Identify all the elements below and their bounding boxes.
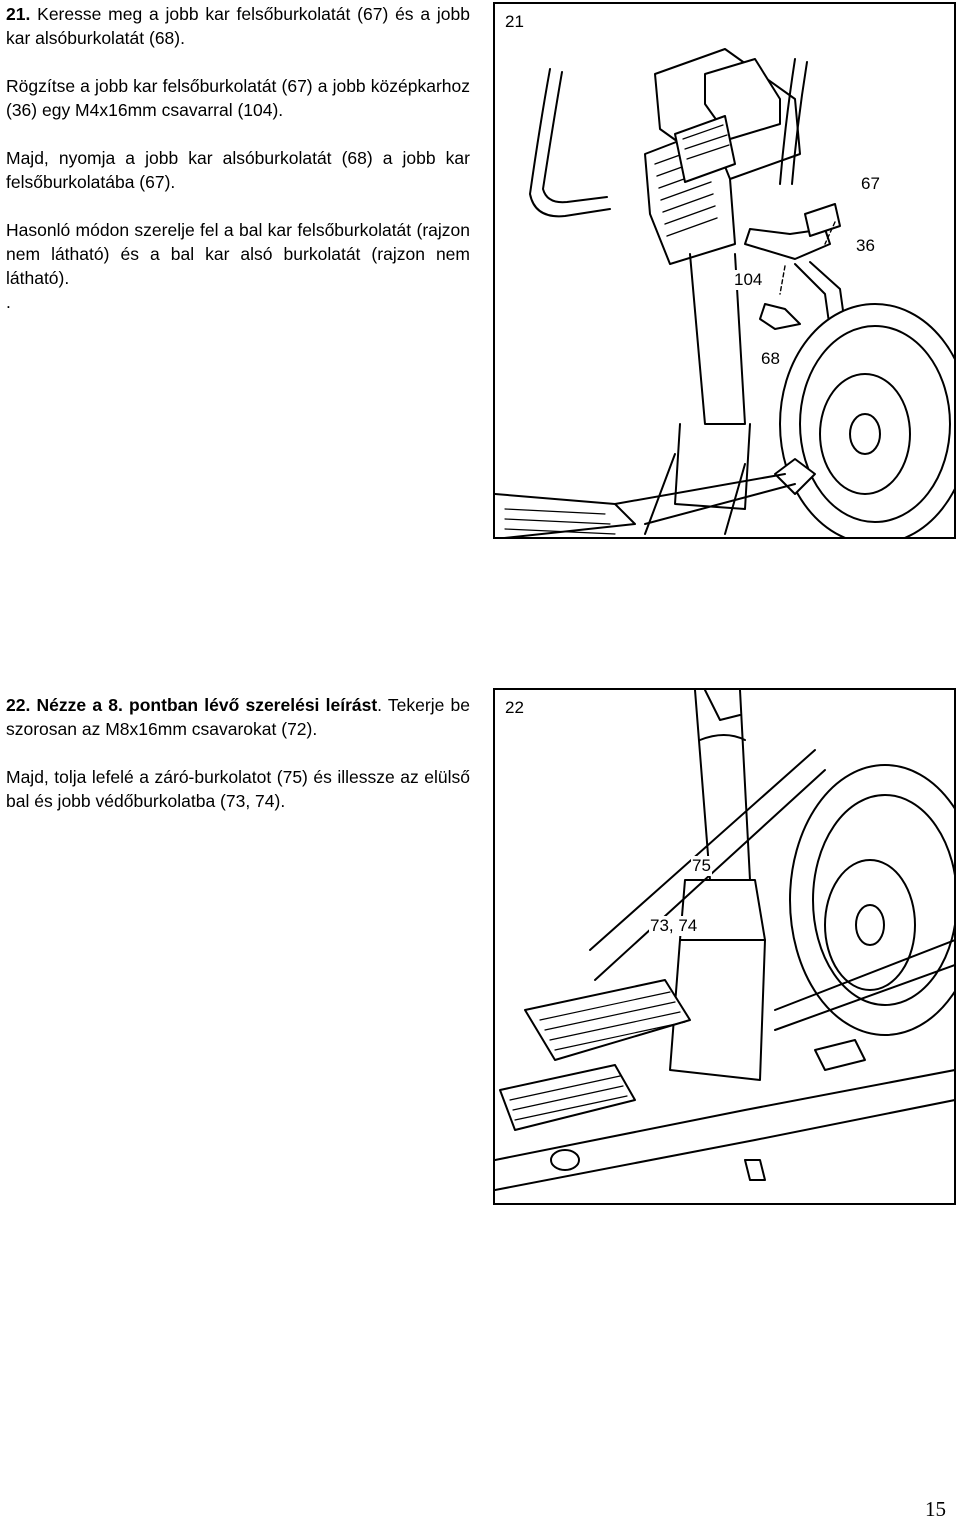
- figure-22-drawing: [495, 690, 954, 1191]
- figure-22-label: 22: [505, 698, 524, 717]
- figure-22: 22 75 73, 74: [493, 688, 956, 1205]
- step-21-p1-text: Keresse meg a jobb kar felsőburkolatát (…: [6, 4, 470, 48]
- step-21-paragraph-3: Majd, nyomja a jobb kar alsóburkolatát (…: [6, 148, 470, 192]
- step-22-number: 22.: [6, 695, 31, 715]
- step-22-p1-rest: . Tekerje be szorosan az M8x16mm csavaro…: [6, 695, 470, 739]
- step-21-paragraph-4: Hasonló módon szerelje fel a bal kar fel…: [6, 218, 470, 314]
- figure-21-drawing: [495, 48, 954, 537]
- step-22-paragraph-2: Majd, tolja lefelé a záró-burkolatot (75…: [6, 767, 470, 811]
- callout-75: 75: [691, 856, 712, 876]
- step-21-paragraph-1: 21. Keresse meg a jobb kar felsőburkolat…: [6, 2, 470, 50]
- step-21-p4-tail: .: [6, 292, 11, 312]
- step-21-text: 21. Keresse meg a jobb kar felsőburkolat…: [6, 2, 470, 314]
- callout-36: 36: [855, 236, 876, 256]
- step-21-number: 21.: [6, 4, 31, 24]
- step-21-p4-text: Hasonló módon szerelje fel a bal kar fel…: [6, 220, 470, 288]
- callout-73-74: 73, 74: [649, 916, 699, 936]
- step-22-paragraph-1: 22. Nézze a 8. pontban lévő szerelési le…: [6, 693, 470, 741]
- figure-21: 21 67 36 104 68: [493, 2, 956, 539]
- step-21-paragraph-2: Rögzítse a jobb kar felsőburkolatát (67)…: [6, 76, 470, 120]
- callout-68: 68: [760, 349, 781, 369]
- callout-104: 104: [733, 270, 764, 290]
- figure-21-label: 21: [505, 12, 524, 31]
- page-number: 15: [925, 1497, 946, 1521]
- step-22-p1-bold: Nézze a 8. pontban lévő szerelési leírás…: [36, 695, 378, 715]
- step-22-text: 22. Nézze a 8. pontban lévő szerelési le…: [6, 693, 470, 813]
- callout-67: 67: [860, 174, 881, 194]
